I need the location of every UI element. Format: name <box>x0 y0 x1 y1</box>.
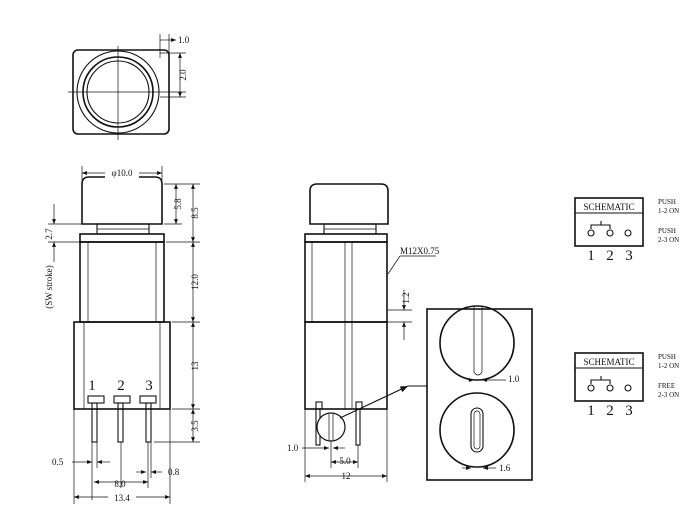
dim-thread-gap: 1.2 <box>401 292 411 303</box>
dim-upper-height: 8.5 <box>190 207 200 219</box>
schematic-1-pin-1: 1 <box>587 248 595 264</box>
dim-pin-width: 0.5 <box>52 457 64 467</box>
schematic-1-pin-2: 2 <box>606 248 614 264</box>
schematic-2-pin-3: 3 <box>625 403 633 419</box>
side-body <box>304 241 388 323</box>
front-body <box>79 241 165 323</box>
front-base <box>73 321 171 410</box>
front-pin-label-3: 3 <box>145 378 153 394</box>
top-view: 1.0 2.0 <box>68 34 190 140</box>
schematic-2-pin-1: 1 <box>587 403 595 419</box>
schematic-1-mode2-action: PUSH <box>658 227 676 235</box>
dim-body-height: 12.0 <box>190 274 200 290</box>
schematic-1-mode2-state: 2-3 ON <box>658 236 679 244</box>
schematic-1-title: SCHEMATIC <box>583 202 634 212</box>
front-pin-label-2: 2 <box>117 378 125 394</box>
stroke-label: (SW stroke) <box>44 265 54 309</box>
schematic-2: SCHEMATIC 1 2 3 PUSH 1-2 ON FREE 2-3 ON <box>574 352 679 419</box>
dim-side-pin-dia: 1.0 <box>287 443 299 453</box>
front-pin-label-1: 1 <box>88 378 96 394</box>
dim-lower-height: 13 <box>190 361 200 371</box>
front-view: 1 2 3 φ10.0 5.8 8.5 12.0 13 3.5 <box>44 166 200 504</box>
schematic-2-mode2-state: 2-3 ON <box>658 391 679 399</box>
front-flange <box>79 233 165 243</box>
dim-top-1: 1.0 <box>178 35 190 45</box>
schematic-2-mode2-action: FREE <box>658 382 675 390</box>
detail-circle-top <box>439 305 515 381</box>
detail-view: 1.0 1.6 <box>426 305 533 481</box>
schematic-1-pin-3: 3 <box>625 248 633 264</box>
schematic-2-title: SCHEMATIC <box>583 357 634 367</box>
schematic-1-mode1-state: 1-2 ON <box>658 207 679 215</box>
schematic-2-frame <box>574 352 644 402</box>
schematic-2-mode1-action: PUSH <box>658 353 676 361</box>
dim-pin-pitch: 8.0 <box>114 479 126 489</box>
dim-pin-thickness: 0.8 <box>168 467 180 477</box>
dim-side-pin-span: 5.0 <box>339 456 351 466</box>
side-base <box>304 321 388 410</box>
front-pin-2 <box>117 402 124 443</box>
schematic-1-mode1-action: PUSH <box>658 198 676 206</box>
schematic-1: SCHEMATIC 1 2 3 PUSH 1-2 ON PUSH 2-3 ON <box>574 197 679 264</box>
front-pin-1 <box>91 402 98 443</box>
front-pin-3 <box>145 402 152 443</box>
side-view: M12X0.75 1.2 1.0 5.0 12 <box>287 183 440 482</box>
schematic-1-frame <box>574 197 644 247</box>
detail-frame <box>426 308 533 481</box>
detail-circle-bottom <box>439 392 515 468</box>
dim-detail-slot-b: 1.6 <box>499 463 511 473</box>
front-cap <box>81 176 163 225</box>
dim-side-width: 12 <box>342 471 351 481</box>
dim-detail-slot-a: 1.0 <box>508 374 520 384</box>
dim-cap-height: 5.8 <box>173 198 183 210</box>
thread-label: M12X0.75 <box>400 246 440 256</box>
dim-front-width: 13.4 <box>114 493 130 503</box>
dim-cap-diameter: φ10.0 <box>112 168 133 178</box>
side-cap <box>309 183 389 225</box>
dim-pin-length: 3.5 <box>190 420 200 432</box>
dim-top-2: 2.0 <box>178 69 188 81</box>
schematic-2-mode1-state: 1-2 ON <box>658 362 679 370</box>
dim-stroke: 2.7 <box>44 228 54 240</box>
schematic-2-pin-2: 2 <box>606 403 614 419</box>
